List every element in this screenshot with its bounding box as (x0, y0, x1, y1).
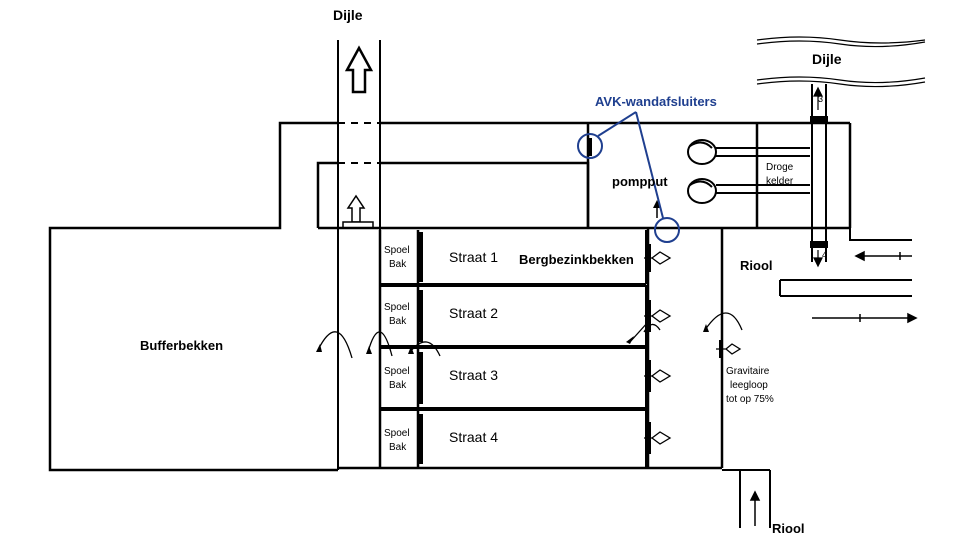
small-arrow-up-icon (342, 194, 374, 229)
label-gravitaire-2: leegloop (730, 380, 768, 391)
riool-flow-arrows (749, 250, 918, 526)
spoelbak-2-line2: Bak (389, 316, 407, 327)
spoelbak-4-line2: Bak (389, 442, 407, 453)
straat-outlet-valves (644, 244, 672, 454)
valve-4-icon (810, 241, 828, 248)
flow-curves (317, 312, 743, 359)
label-bergbezink: Bergbezinkbekken (519, 252, 634, 267)
gravitaire-valve-icon (716, 340, 742, 358)
label-dijle-top: Dijle (333, 7, 363, 23)
label-droge-1: Droge (766, 162, 794, 173)
label-valve-3: 3 (818, 94, 823, 104)
label-droge-2: kelder (766, 176, 794, 187)
pump-1 (687, 139, 810, 165)
straat-2-label: Straat 2 (449, 305, 498, 321)
label-dijle-right: Dijle (812, 51, 842, 67)
spoelbak-4-line1: Spoel (384, 428, 410, 439)
straat-1-label: Straat 1 (449, 249, 498, 265)
avk-valve-1 (588, 138, 592, 156)
label-valve-4: 4 (822, 250, 827, 260)
label-gravitaire-3: tot op 75% (726, 394, 774, 405)
label-pompput: pompput (612, 174, 668, 189)
label-riool-right: Riool (740, 258, 773, 273)
spoelbak-labels: Spoel Bak Spoel Bak Spoel Bak Spoel Bak (384, 245, 410, 453)
label-riool-bottom: Riool (772, 521, 805, 536)
label-gravitaire-1: Gravitaire (726, 366, 770, 377)
spoelbak-1-line1: Spoel (384, 245, 410, 256)
channel-dashed-lines (338, 122, 380, 164)
avk-annotation (577, 111, 680, 243)
straat-3-label: Straat 3 (449, 367, 498, 383)
spoelbak-3-line1: Spoel (384, 366, 410, 377)
spoelbak-2-line1: Spoel (384, 302, 410, 313)
pressure-pipe-dijle (811, 84, 827, 262)
valve-3-icon (810, 116, 828, 123)
spoelbak-3-line2: Bak (389, 380, 407, 391)
label-avk: AVK-wandafsluiters (595, 94, 717, 109)
straat-4-label: Straat 4 (449, 429, 498, 445)
spoel-gates (418, 232, 423, 464)
outlet-arrow-up-icon (344, 45, 374, 94)
label-bufferbekken: Bufferbekken (140, 338, 223, 353)
straat-labels: Straat 1 Straat 2 Straat 3 Straat 4 (449, 249, 498, 445)
dijle-outlet-channel (337, 40, 381, 470)
straat2-diag-arrow (629, 321, 649, 343)
spoelbak-1-line2: Bak (389, 259, 407, 270)
upper-structure (48, 121, 852, 472)
pipe-arrows (813, 86, 823, 268)
pump-2 (687, 178, 810, 204)
flow-arrowheads (316, 324, 709, 354)
riool-right-pipes (722, 228, 912, 528)
dijle-river-band (756, 36, 926, 88)
